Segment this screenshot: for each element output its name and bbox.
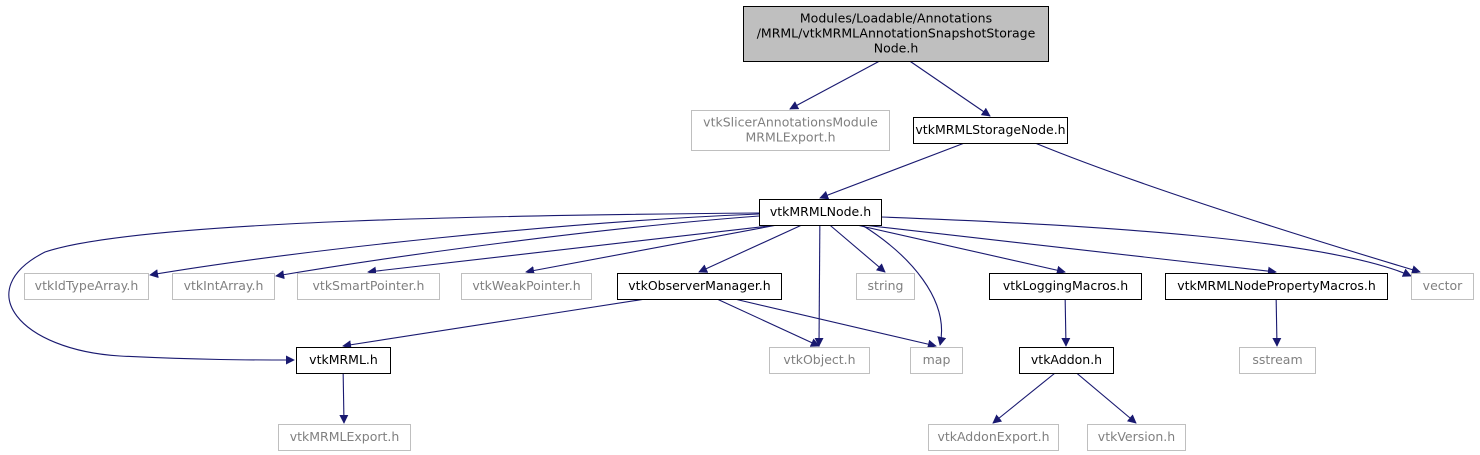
- edge-observer-manager-to-object: [716, 298, 820, 347]
- node-addon-export: vtkAddonExport.h: [928, 424, 1059, 451]
- node-box: [461, 273, 592, 300]
- node-label-line: vtkLoggingMacros.h: [1003, 278, 1128, 293]
- node-box: [24, 273, 149, 300]
- node-label-line: vtkMRMLExport.h: [290, 429, 400, 444]
- node-observer-manager[interactable]: vtkObserverManager.h: [617, 273, 782, 300]
- node-label-line: vtkAddonExport.h: [937, 429, 1049, 444]
- node-box: [759, 199, 882, 226]
- edge-mrml-node-to-property-macros: [862, 224, 1277, 276]
- node-weak-pointer: vtkWeakPointer.h: [461, 273, 592, 300]
- node-box: [1411, 273, 1474, 300]
- node-label-line: Node.h: [874, 41, 919, 56]
- node-label-line: vtkObserverManager.h: [628, 278, 770, 293]
- nodes-layer: Modules/Loadable/Annotations/MRML/vtkMRM…: [24, 6, 1474, 451]
- node-object: vtkObject.h: [769, 347, 870, 374]
- node-string: string: [856, 273, 915, 300]
- node-mrml-node[interactable]: vtkMRMLNode.h: [759, 199, 882, 226]
- node-label-line: string: [868, 278, 904, 293]
- edge-storage-node-to-mrml-node: [819, 142, 965, 200]
- node-box: [1165, 273, 1388, 300]
- edge-addon-to-version: [1076, 372, 1137, 424]
- node-property-macros[interactable]: vtkMRMLNodePropertyMacros.h: [1165, 273, 1388, 300]
- node-mrml-export: vtkMRMLExport.h: [278, 424, 411, 451]
- node-mrml[interactable]: vtkMRML.h: [296, 347, 391, 374]
- node-sstream: sstream: [1239, 347, 1316, 374]
- edge-observer-manager-to-map: [734, 298, 937, 349]
- node-label-line: vtkWeakPointer.h: [472, 278, 580, 293]
- node-addon[interactable]: vtkAddon.h: [1019, 347, 1114, 374]
- node-box: [1087, 424, 1186, 451]
- node-box: [278, 424, 411, 451]
- node-storage-node[interactable]: vtkMRMLStorageNode.h: [913, 117, 1068, 144]
- node-box: [691, 110, 890, 151]
- edge-mrml-node-to-map: [861, 224, 947, 346]
- node-box: [856, 273, 915, 300]
- node-box: [989, 273, 1142, 300]
- node-int-array: vtkIntArray.h: [172, 273, 275, 300]
- node-label-line: vtkIntArray.h: [184, 278, 264, 293]
- node-logging-macros[interactable]: vtkLoggingMacros.h: [989, 273, 1142, 300]
- edge-mrml-node-to-weak-pointer: [525, 224, 778, 275]
- edge-observer-manager-to-mrml: [342, 298, 646, 350]
- edge-root-to-export-header: [789, 60, 880, 110]
- node-label-line: sstream: [1252, 352, 1302, 367]
- edge-root-to-storage-node: [909, 60, 991, 117]
- node-label-line: vtkIdTypeArray.h: [35, 278, 139, 293]
- node-smart-pointer: vtkSmartPointer.h: [297, 273, 440, 300]
- node-box: [743, 6, 1049, 62]
- node-box: [769, 347, 870, 374]
- edge-mrml-node-to-string: [829, 224, 886, 273]
- edge-mrml-to-mrml-export: [339, 372, 349, 424]
- node-label-line: Modules/Loadable/Annotations: [800, 11, 992, 26]
- node-label-line: vtkSlicerAnnotationsModule: [703, 115, 878, 130]
- node-box: [1239, 347, 1316, 374]
- edge-mrml-node-to-logging-macros: [856, 224, 1066, 275]
- edge-mrml-node-to-id-type-array: [149, 213, 760, 279]
- node-box: [617, 273, 782, 300]
- node-label-line: MRMLExport.h: [745, 130, 835, 145]
- edge-mrml-node-to-smart-pointer: [367, 224, 778, 276]
- node-label-line: vector: [1423, 278, 1464, 293]
- node-label-line: vtkMRML.h: [309, 352, 378, 367]
- node-box: [297, 273, 440, 300]
- node-box: [913, 117, 1068, 144]
- edge-property-macros-to-sstream: [1272, 298, 1282, 347]
- node-box: [1019, 347, 1114, 374]
- edge-mrml-node-to-mrml: [8, 212, 760, 365]
- edge-mrml-node-to-int-array: [275, 215, 760, 280]
- edge-mrml-node-to-vector: [880, 216, 1412, 277]
- node-label-line: vtkMRMLNodePropertyMacros.h: [1177, 278, 1376, 293]
- node-label-line: vtkVersion.h: [1098, 429, 1175, 444]
- edges-layer: [8, 60, 1421, 424]
- edge-mrml-node-to-object: [814, 224, 824, 347]
- node-box: [172, 273, 275, 300]
- node-version: vtkVersion.h: [1087, 424, 1186, 451]
- node-root[interactable]: Modules/Loadable/Annotations/MRML/vtkMRM…: [743, 6, 1049, 62]
- edge-mrml-node-to-observer-manager: [698, 224, 803, 273]
- node-label-line: vtkSmartPointer.h: [313, 278, 425, 293]
- node-label-line: vtkMRMLStorageNode.h: [915, 122, 1065, 137]
- node-label-line: /MRML/vtkMRMLAnnotationSnapshotStorage: [757, 26, 1036, 41]
- node-id-type-array: vtkIdTypeArray.h: [24, 273, 149, 300]
- edge-addon-to-addon-export: [992, 372, 1056, 424]
- node-map: map: [910, 347, 963, 374]
- node-label-line: map: [923, 352, 951, 367]
- node-box: [910, 347, 963, 374]
- edge-logging-macros-to-addon: [1061, 298, 1071, 347]
- node-label-line: vtkAddon.h: [1031, 352, 1102, 367]
- node-label-line: vtkObject.h: [783, 352, 855, 367]
- edge-storage-node-to-vector: [1034, 142, 1421, 274]
- node-box: [296, 347, 391, 374]
- node-box: [928, 424, 1059, 451]
- node-label-line: vtkMRMLNode.h: [770, 204, 871, 219]
- node-vector: vector: [1411, 273, 1474, 300]
